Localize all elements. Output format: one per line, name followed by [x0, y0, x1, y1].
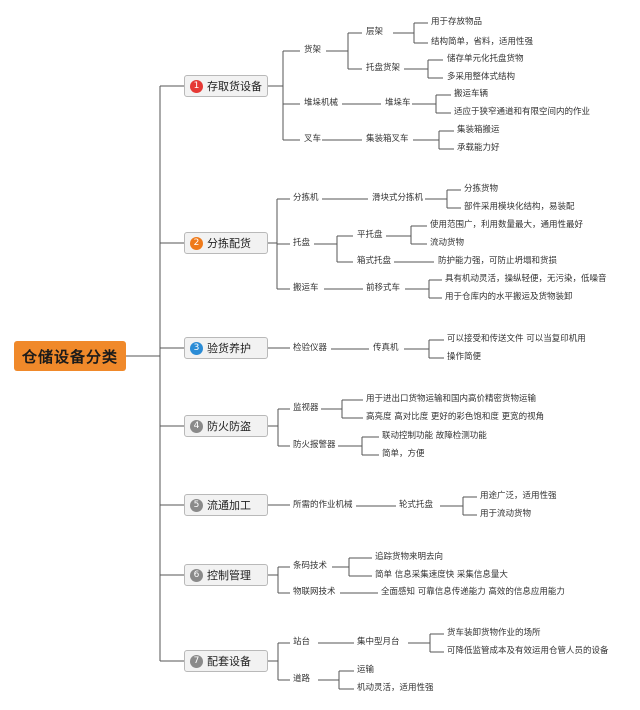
l2-node[interactable]: 叉车: [304, 134, 322, 144]
leaf-node[interactable]: 储存单元化托盘货物: [447, 54, 524, 64]
leaf-node[interactable]: 高亮度 高对比度 更好的彩色饱和度 更宽的视角: [366, 412, 545, 422]
l3-node[interactable]: 滑块式分拣机: [372, 193, 424, 203]
leaf-node[interactable]: 操作简便: [447, 352, 482, 362]
category-label: 控制管理: [207, 569, 251, 582]
l3-node[interactable]: 传真机: [373, 343, 399, 353]
leaf-node[interactable]: 货车装卸货物作业的场所: [447, 628, 541, 638]
category-processing[interactable]: 5 流通加工: [184, 494, 268, 516]
l2-node[interactable]: 检验仪器: [293, 343, 328, 353]
leaf-node[interactable]: 具有机动灵活，操纵轻便，无污染，低噪音: [445, 274, 607, 284]
number-badge: 6: [190, 568, 203, 582]
leaf-node[interactable]: 全面感知 可靠信息传递能力 高效的信息应用能力: [381, 587, 565, 597]
leaf-node[interactable]: 简单，方便: [382, 449, 425, 459]
category-inspection[interactable]: 3 验货养护: [184, 337, 268, 359]
leaf-node[interactable]: 可以接受和传送文件 可以当复印机用: [447, 334, 586, 344]
category-label: 流通加工: [207, 499, 251, 512]
l2-node[interactable]: 道路: [293, 674, 311, 684]
category-storage-retrieval[interactable]: 1 存取货设备: [184, 75, 268, 97]
l3-node[interactable]: 堆垛车: [385, 98, 411, 108]
leaf-node[interactable]: 多采用整体式结构: [447, 72, 516, 82]
number-badge: 1: [190, 79, 203, 93]
category-label: 配套设备: [207, 655, 251, 668]
l2-node[interactable]: 堆垛机械: [304, 98, 339, 108]
leaf-node[interactable]: 集装箱搬运: [457, 125, 500, 135]
category-label: 分拣配货: [207, 237, 251, 250]
leaf-node[interactable]: 运输: [357, 665, 375, 675]
number-badge: 3: [190, 341, 203, 355]
number-badge: 4: [190, 419, 203, 433]
leaf-node[interactable]: 流动货物: [430, 238, 465, 248]
l2-node[interactable]: 分拣机: [293, 193, 319, 203]
root-topic[interactable]: 仓储设备分类: [14, 341, 126, 371]
l2-node[interactable]: 监视器: [293, 403, 319, 413]
l3-node[interactable]: 前移式车: [366, 283, 401, 293]
leaf-node[interactable]: 用于进出口货物运输和国内高价精密货物运输: [366, 394, 537, 404]
leaf-node[interactable]: 适应于狭窄通道和有限空间内的作业: [454, 107, 591, 117]
l2-node[interactable]: 物联网技术: [293, 587, 336, 597]
leaf-node[interactable]: 联动控制功能 故障检测功能: [382, 431, 487, 441]
number-badge: 7: [190, 654, 203, 668]
leaf-node[interactable]: 搬运车辆: [454, 89, 489, 99]
l3-node[interactable]: 集装箱叉车: [366, 134, 409, 144]
leaf-node[interactable]: 用于存放物品: [431, 17, 483, 27]
leaf-node[interactable]: 部件采用模块化结构，易装配: [464, 202, 575, 212]
leaf-node[interactable]: 承载能力好: [457, 143, 500, 153]
leaf-node[interactable]: 简单 信息采集速度快 采集信息量大: [375, 570, 508, 580]
category-sorting[interactable]: 2 分拣配货: [184, 232, 268, 254]
l3-node[interactable]: 集中型月台: [357, 637, 400, 647]
leaf-node[interactable]: 结构简单，省料，适用性强: [431, 37, 534, 47]
l2-node[interactable]: 货架: [304, 45, 322, 55]
l2-node[interactable]: 搬运车: [293, 283, 319, 293]
leaf-node[interactable]: 用于流动货物: [480, 509, 532, 519]
category-fire-theft[interactable]: 4 防火防盗: [184, 415, 268, 437]
l3-node[interactable]: 层架: [366, 27, 384, 37]
leaf-node[interactable]: 机动灵活，适用性强: [357, 683, 434, 693]
leaf-node[interactable]: 防护能力强，可防止坍塌和货损: [438, 256, 558, 266]
category-control[interactable]: 6 控制管理: [184, 564, 268, 586]
leaf-node[interactable]: 追踪货物来明去向: [375, 552, 444, 562]
category-label: 防火防盗: [207, 420, 251, 433]
number-badge: 2: [190, 236, 203, 250]
l3-node[interactable]: 托盘货架: [366, 63, 401, 73]
category-label: 存取货设备: [207, 80, 262, 93]
leaf-node[interactable]: 用于仓库内的水平搬运及货物装卸: [445, 292, 573, 302]
leaf-node[interactable]: 用途广泛，适用性强: [480, 491, 557, 501]
l2-node[interactable]: 托盘: [293, 238, 311, 248]
l3-node[interactable]: 箱式托盘: [357, 256, 392, 266]
leaf-node[interactable]: 可降低监管成本及有效运用仓管人员的设备: [447, 646, 609, 656]
leaf-node[interactable]: 使用范围广，利用数量最大，通用性最好: [430, 220, 584, 230]
l2-node[interactable]: 站台: [293, 637, 311, 647]
leaf-node[interactable]: 分拣货物: [464, 184, 499, 194]
l2-node[interactable]: 条码技术: [293, 561, 328, 571]
category-supporting[interactable]: 7 配套设备: [184, 650, 268, 672]
category-label: 验货养护: [207, 342, 251, 355]
number-badge: 5: [190, 498, 203, 512]
l2-node[interactable]: 防火报警器: [293, 440, 336, 450]
l3-node[interactable]: 轮式托盘: [399, 500, 434, 510]
l2-node[interactable]: 所需的作业机械: [293, 500, 353, 510]
l3-node[interactable]: 平托盘: [357, 230, 383, 240]
